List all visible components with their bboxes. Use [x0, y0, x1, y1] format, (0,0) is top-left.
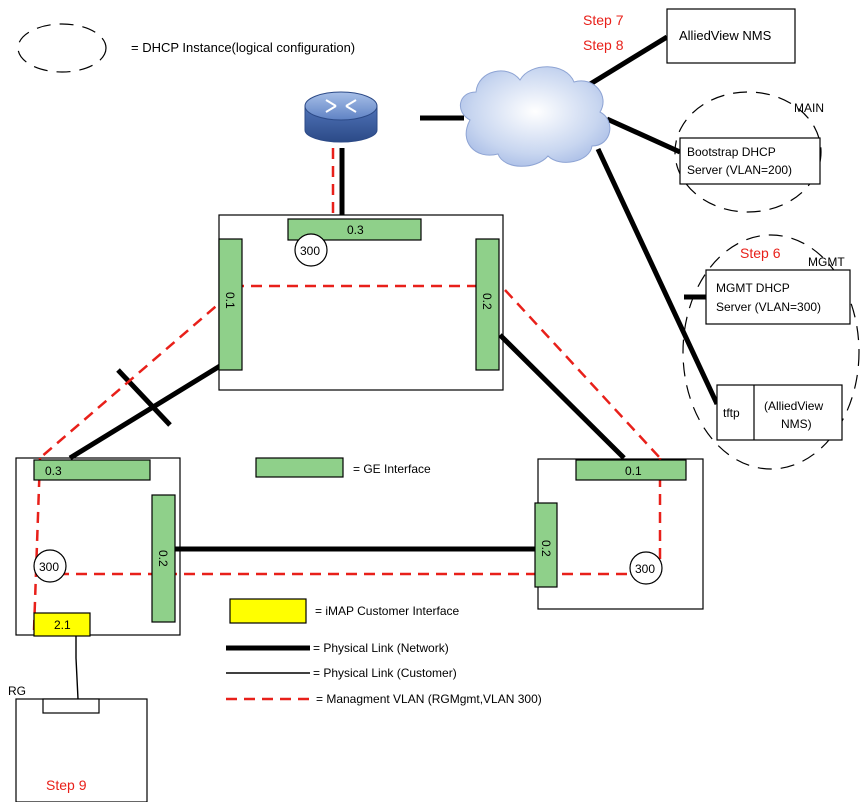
legend-ge-interface-icon [255, 457, 344, 478]
step6-label: Step 6 [740, 245, 781, 261]
legend-dhcp-instance-icon [17, 23, 107, 73]
mgmt-dhcp-server [705, 269, 851, 325]
legend-dhcp-instance-label: = DHCP Instance(logical configuration) [131, 40, 355, 55]
legend-customer-link-label: = Physical Link (Customer) [313, 666, 457, 680]
left-node-customer-port [33, 612, 91, 637]
right-node-port-top [575, 459, 687, 481]
customer-link [75, 636, 79, 700]
legend-imap-interface-label: = iMAP Customer Interface [315, 604, 459, 618]
nms-server-box [666, 8, 796, 64]
right-node-vlan-label: 300 [635, 562, 655, 576]
router-icon [304, 91, 378, 143]
main-instance-label: MAIN [794, 101, 824, 115]
top-node-port-right-label: 0.2 [480, 293, 494, 310]
tftp-nms-line2: NMS) [781, 417, 812, 431]
top-node-port-left [218, 238, 243, 371]
top-node-vlan-marker [294, 233, 328, 267]
top-node-port-left-label: 0.1 [223, 292, 237, 309]
top-node-chassis [218, 214, 504, 391]
top-node-vlan-label: 300 [300, 244, 320, 258]
bootstrap-server-line2: Server (VLAN=200) [687, 163, 792, 177]
legend-imap-interface-icon [229, 598, 307, 624]
left-node-customer-port-label: 2.1 [54, 618, 71, 632]
mgmt-dhcp-instance [682, 234, 860, 470]
mgmt-server-line2: Server (VLAN=300) [716, 300, 821, 314]
step7-label: Step 7 [583, 12, 624, 28]
tftp-server-box [716, 384, 843, 441]
step8-label: Step 8 [583, 37, 624, 53]
bootstrap-server-line1: Bootstrap DHCP [687, 145, 776, 159]
tftp-nms-line1: (AlliedView [764, 399, 823, 413]
left-node-port-right [151, 494, 176, 623]
left-node-vlan-marker [33, 549, 67, 583]
left-node-vlan-label: 300 [39, 560, 59, 574]
bootstrap-dhcp-server [679, 137, 821, 185]
right-node-vlan-marker [629, 551, 663, 585]
right-node-port-left-label: 0.2 [539, 540, 553, 557]
legend-mgmt-vlan-label: = Managment VLAN (RGMgmt,VLAN 300) [316, 692, 542, 706]
rg-label: RG [8, 684, 26, 698]
rg-device [15, 698, 148, 802]
mgmt-server-line1: MGMT DHCP [716, 281, 790, 295]
legend-network-link-label: = Physical Link (Network) [313, 641, 449, 655]
right-node-chassis [537, 458, 704, 610]
left-node-port-top [33, 459, 151, 481]
left-node-port-right-label: 0.2 [156, 550, 170, 567]
mgmt-instance-label: MGMT [808, 255, 845, 269]
step9-label: Step 9 [46, 777, 87, 793]
nms-server-label: AlliedView NMS [679, 28, 772, 43]
cloud-icon [460, 66, 611, 167]
top-node-port-top-label: 0.3 [347, 223, 364, 237]
right-node-port-top-label: 0.1 [625, 464, 642, 478]
right-node-port-left [534, 502, 558, 588]
tftp-label: tftp [723, 406, 740, 420]
network-links [68, 34, 720, 552]
rg-port [42, 698, 100, 714]
legend-ge-interface-label: = GE Interface [353, 462, 431, 476]
top-node-port-right [475, 238, 500, 371]
left-node-port-top-label: 0.3 [45, 464, 62, 478]
top-node-port-top [287, 218, 422, 241]
